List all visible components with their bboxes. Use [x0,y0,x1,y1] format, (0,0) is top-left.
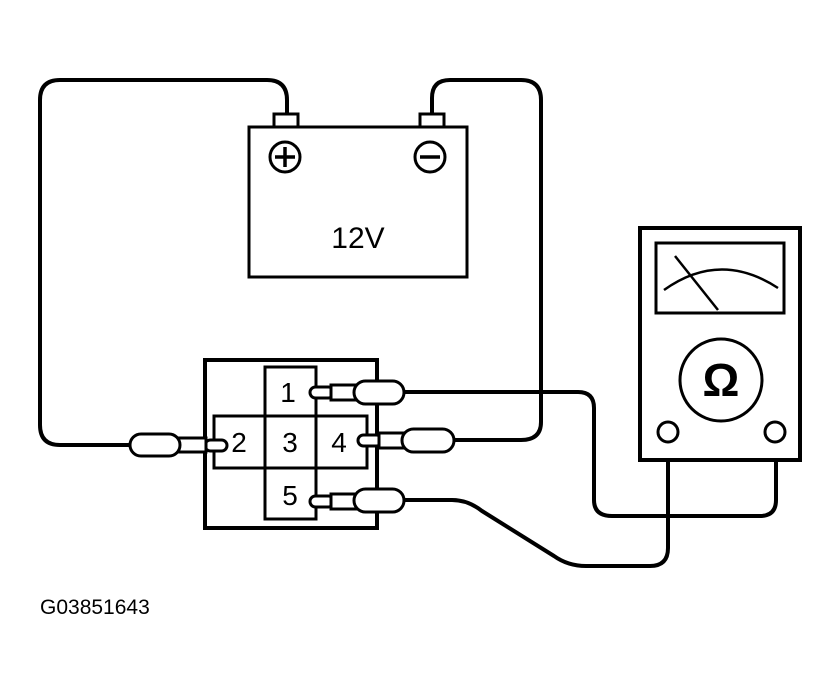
ohm-symbol: Ω [703,354,740,406]
probe-pin-4 [356,427,456,454]
meter-display [654,241,786,315]
wire-positive-to-pin2 [38,78,289,447]
probe-pin-2 [128,432,229,458]
wire-pin1-to-meter [400,390,778,518]
meter-jack-left [656,420,680,444]
pin-3-label: 3 [282,427,298,458]
pin-5-cell [263,466,318,521]
figure-code: G03851643 [40,596,150,619]
ohmmeter: Ω [638,226,802,462]
probe-pin-1 [308,379,406,406]
probe-pin-5 [308,487,406,514]
wire-negative-to-pin4 [430,78,543,442]
pin-5-label: 5 [282,480,298,511]
ohm-icon: Ω [678,337,764,423]
meter-scale-arc [663,268,779,292]
plus-icon [268,140,302,174]
meter-jack-right [763,420,787,444]
minus-icon [413,140,447,174]
wire-pin5-to-meter [401,434,670,568]
meter-needle-icon [674,255,719,311]
pin-1-label: 1 [280,377,296,408]
battery: 12V [247,112,469,279]
battery-voltage-label: 12V [331,222,384,255]
pin-4-label: 4 [331,427,347,458]
pin-2-label: 2 [231,427,247,458]
